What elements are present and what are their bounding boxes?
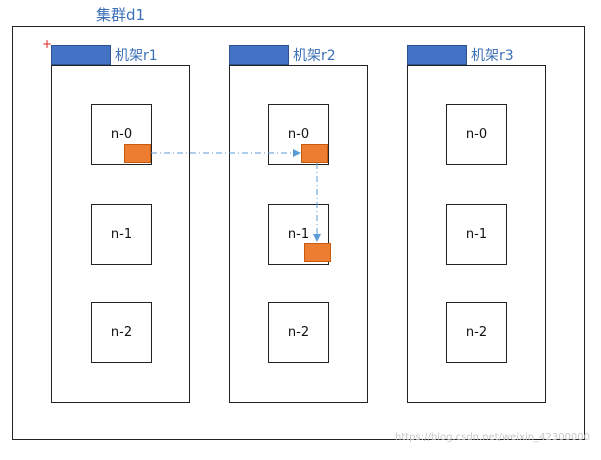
plus-icon: + — [42, 37, 53, 51]
cluster-title: 集群d1 — [96, 6, 146, 24]
data-block-r2-n1 — [304, 243, 331, 262]
rack-r1-node-2: n-2 — [91, 302, 152, 363]
rack-r3-node-2: n-2 — [446, 302, 507, 363]
rack-r1-node-0: n-0 — [91, 104, 152, 165]
rack-r2-tab — [229, 45, 289, 65]
data-block-r2-n0 — [301, 144, 328, 163]
rack-r1-tab — [51, 45, 111, 65]
watermark: https://blog.csdn.net/weixin_42300000 — [395, 432, 591, 443]
rack-r3-label: 机架r3 — [471, 48, 514, 64]
rack-r2-node-2: n-2 — [268, 302, 329, 363]
rack-r3-tab — [407, 45, 467, 65]
rack-r3-node-1: n-1 — [446, 204, 507, 265]
rack-r1-label: 机架r1 — [115, 48, 158, 64]
rack-r3-node-0: n-0 — [446, 104, 507, 165]
rack-r1-node-1: n-1 — [91, 204, 152, 265]
data-block-r1-n0 — [124, 144, 151, 163]
cluster-box — [12, 26, 585, 440]
rack-r2-label: 机架r2 — [293, 48, 336, 64]
